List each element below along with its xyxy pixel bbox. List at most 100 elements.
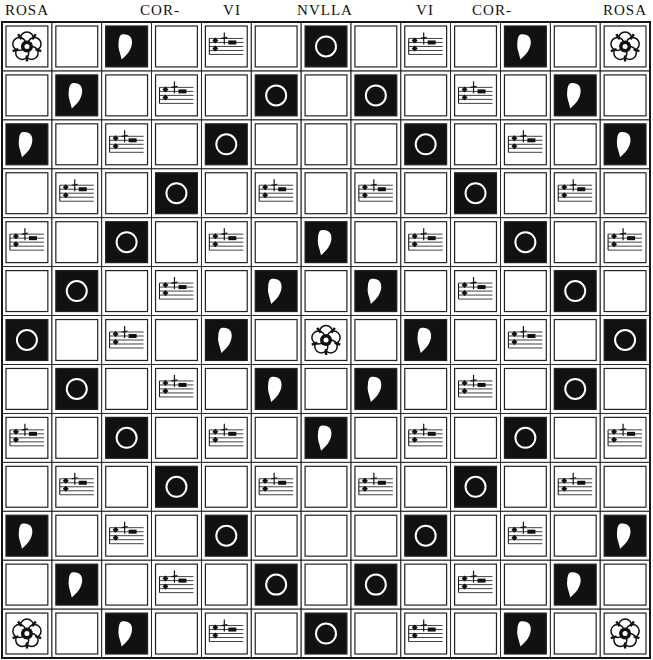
music-staff bbox=[159, 81, 193, 103]
music-staff bbox=[508, 130, 542, 152]
column-label: NVLLA bbox=[297, 1, 353, 19]
board-cell bbox=[52, 609, 102, 658]
board-cell bbox=[500, 462, 550, 511]
board-cell bbox=[2, 71, 52, 120]
heart-symbol bbox=[567, 83, 581, 108]
board-cell bbox=[451, 316, 501, 365]
board-cell bbox=[301, 22, 351, 71]
circle-symbol bbox=[266, 85, 286, 105]
music-staff bbox=[159, 571, 193, 593]
board-cell bbox=[351, 316, 401, 365]
board-cell bbox=[301, 316, 351, 365]
board-cell bbox=[152, 462, 202, 511]
board-cell bbox=[500, 218, 550, 267]
board-cell bbox=[401, 560, 451, 609]
music-staff bbox=[209, 228, 243, 250]
circle-symbol bbox=[316, 36, 336, 56]
board-cell bbox=[600, 169, 650, 218]
board-cell bbox=[152, 267, 202, 316]
column-label: ROSA bbox=[603, 1, 647, 19]
circle-symbol bbox=[216, 526, 236, 546]
circle-symbol bbox=[67, 281, 87, 301]
board-cell bbox=[451, 609, 501, 658]
board-cell bbox=[102, 364, 152, 413]
heart-symbol bbox=[517, 34, 531, 59]
column-label: ROSA bbox=[5, 1, 49, 19]
board-cell bbox=[351, 169, 401, 218]
board-cell bbox=[201, 169, 251, 218]
circle-symbol bbox=[216, 134, 236, 154]
board-cell bbox=[500, 364, 550, 413]
board-cell bbox=[52, 511, 102, 560]
board-cell bbox=[451, 511, 501, 560]
music-staff bbox=[359, 473, 393, 495]
board-cell bbox=[251, 169, 301, 218]
column-label: COR- bbox=[140, 1, 180, 19]
music-staff bbox=[459, 81, 493, 103]
circle-symbol bbox=[615, 330, 635, 350]
circle-symbol bbox=[515, 232, 535, 252]
board-cell bbox=[401, 364, 451, 413]
board-cell bbox=[2, 462, 52, 511]
board-cell bbox=[152, 169, 202, 218]
board-cell bbox=[102, 267, 152, 316]
board-cell bbox=[451, 218, 501, 267]
music-staff bbox=[459, 277, 493, 299]
board-cell bbox=[2, 169, 52, 218]
board-cell bbox=[201, 71, 251, 120]
board-cell bbox=[301, 267, 351, 316]
board-cell bbox=[251, 462, 301, 511]
board-cell bbox=[301, 120, 351, 169]
board-cell bbox=[2, 609, 52, 658]
board-cell bbox=[550, 364, 600, 413]
board-cell bbox=[251, 71, 301, 120]
rose-symbol bbox=[611, 619, 640, 649]
board-cell bbox=[201, 462, 251, 511]
board-cell bbox=[401, 120, 451, 169]
board-cell bbox=[500, 316, 550, 365]
heart-symbol bbox=[567, 572, 581, 597]
heart-symbol bbox=[218, 328, 232, 353]
heart-symbol bbox=[69, 572, 83, 597]
board-cell bbox=[550, 218, 600, 267]
music-staff bbox=[60, 473, 94, 495]
circle-symbol bbox=[565, 379, 585, 399]
board-cell bbox=[500, 120, 550, 169]
board-cell bbox=[600, 120, 650, 169]
rose-symbol bbox=[13, 32, 42, 62]
music-staff bbox=[159, 277, 193, 299]
music-staff bbox=[608, 228, 642, 250]
music-staff bbox=[558, 473, 592, 495]
heart-symbol bbox=[318, 230, 332, 255]
circle-symbol bbox=[565, 281, 585, 301]
music-staff bbox=[110, 326, 144, 348]
board-cell bbox=[201, 120, 251, 169]
music-staff bbox=[608, 424, 642, 446]
board-cell bbox=[500, 609, 550, 658]
board-cell bbox=[451, 71, 501, 120]
heart-symbol bbox=[617, 523, 631, 548]
board-cell bbox=[500, 71, 550, 120]
board-cell bbox=[600, 511, 650, 560]
heart-symbol bbox=[368, 279, 382, 304]
rose-symbol bbox=[13, 619, 42, 649]
board-cell bbox=[351, 22, 401, 71]
board-cell bbox=[52, 316, 102, 365]
board-cell bbox=[550, 267, 600, 316]
circle-symbol bbox=[515, 428, 535, 448]
board-cell bbox=[500, 22, 550, 71]
heart-symbol bbox=[417, 328, 431, 353]
board-cell bbox=[102, 22, 152, 71]
board-cell bbox=[550, 316, 600, 365]
board-cell bbox=[500, 511, 550, 560]
circle-symbol bbox=[466, 183, 486, 203]
board-cell bbox=[251, 218, 301, 267]
heart-symbol bbox=[69, 83, 83, 108]
board-cell bbox=[251, 560, 301, 609]
board-frame bbox=[2, 22, 650, 658]
board-cell bbox=[201, 316, 251, 365]
board-cell bbox=[600, 71, 650, 120]
music-staff bbox=[409, 424, 443, 446]
board-cell bbox=[451, 462, 501, 511]
music-staff bbox=[508, 326, 542, 348]
